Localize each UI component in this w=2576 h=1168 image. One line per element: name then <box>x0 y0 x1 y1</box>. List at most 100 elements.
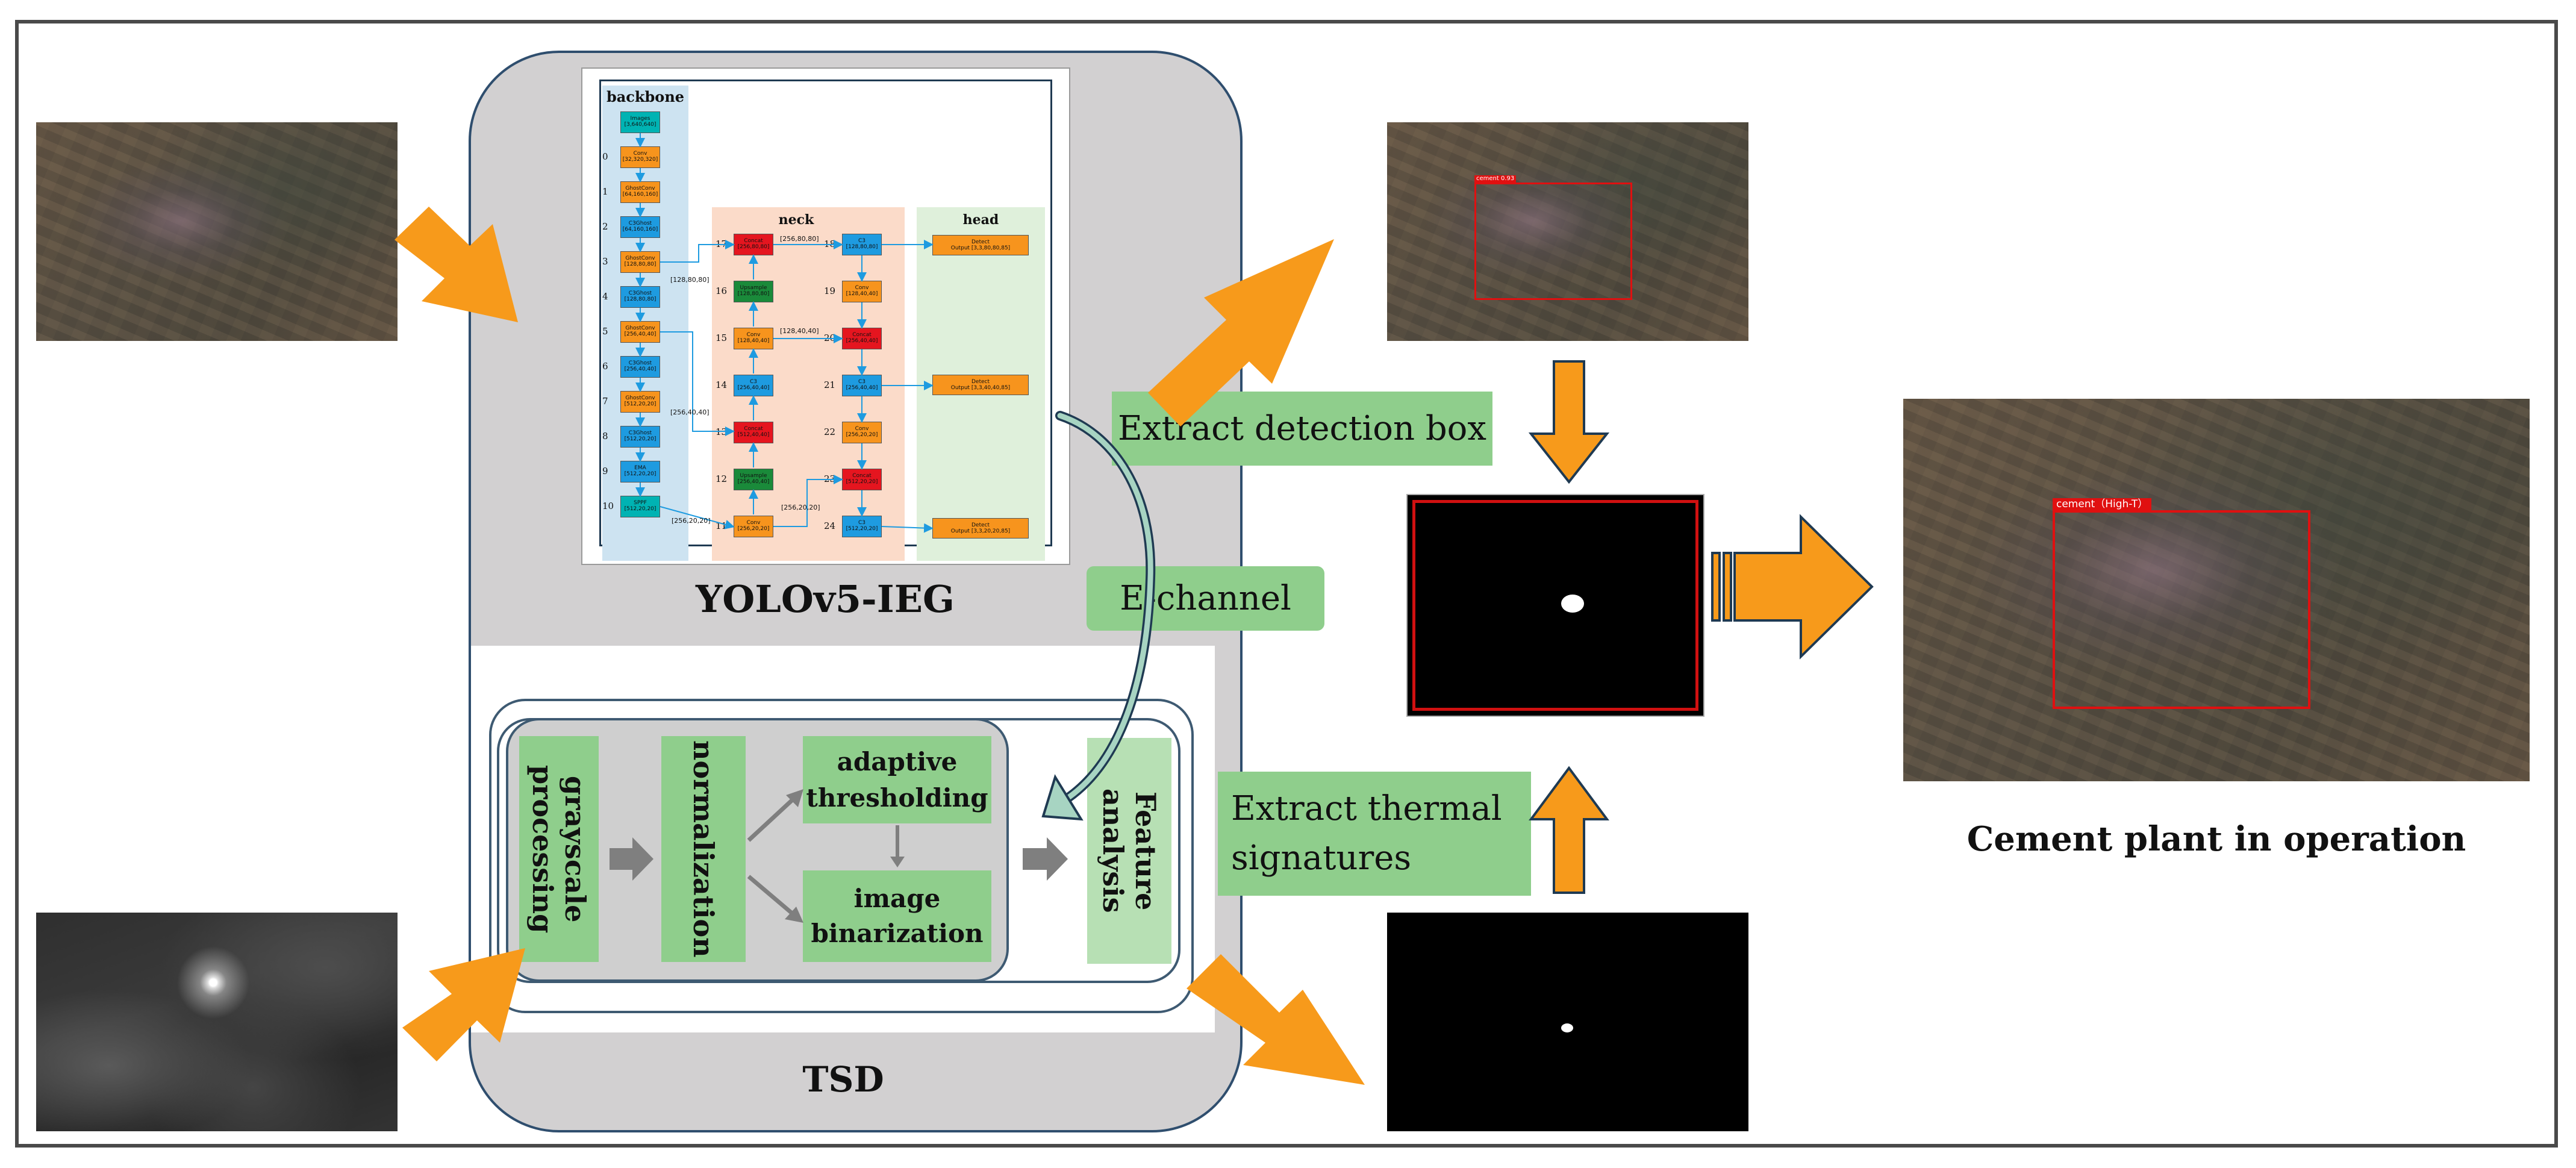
arch-block-name: GhostConv <box>625 255 655 261</box>
arch-block-index: 2 <box>602 221 608 232</box>
detection-box-small <box>1474 183 1632 300</box>
head-block-name: Detect <box>971 239 990 245</box>
step-normalization: normalization <box>661 736 746 962</box>
arch-block-index: 15 <box>716 333 728 343</box>
arrowhead-adaptive-binarization <box>890 857 905 867</box>
fused-hotspot <box>1561 595 1584 613</box>
arch-block-index: 4 <box>602 291 608 302</box>
arch-block-index: 3 <box>602 256 608 267</box>
arch-block-dims: [512,20,20] <box>624 436 656 442</box>
arch-block: C3Ghost[512,20,20] <box>620 426 660 448</box>
arch-block-dims: [512,20,20] <box>846 479 878 485</box>
arch-block-dims: [256,40,40] <box>846 385 878 391</box>
detection-tag-big: cement（High-T） <box>2053 498 2152 511</box>
arch-block-name: Concat <box>744 426 763 432</box>
arch-block-name: Conv <box>633 151 647 157</box>
detection-image: cement 0.93 <box>1387 122 1748 341</box>
arch-block-name: Upsample <box>740 473 767 479</box>
arch-block-dims: [512,40,40] <box>737 432 770 438</box>
arch-block-index: 16 <box>716 286 728 296</box>
arrow-yolo-to-detection <box>1148 239 1334 426</box>
arch-block-dims: [256,20,20] <box>737 526 770 532</box>
arch-block-dims: [256,40,40] <box>624 366 656 372</box>
arch-block-name: EMA <box>634 465 646 471</box>
fused-mask-image <box>1406 494 1704 717</box>
result-image: cement（High-T） <box>1903 399 2530 781</box>
arrow-grayscale-to-norm <box>610 837 653 881</box>
arch-block-name: C3 <box>858 379 865 385</box>
arrow-thermal-to-mask <box>1529 766 1609 894</box>
step-adaptive-label: adaptive thresholding <box>806 746 988 813</box>
arrow-echannel-fill <box>1057 413 1153 804</box>
arch-block-name: C3Ghost <box>628 220 652 226</box>
edge-label-12-23: [256,20,20] <box>781 504 820 511</box>
arch-block-dims: [128,40,40] <box>737 338 770 344</box>
arch-block: C3[256,40,40] <box>734 375 773 396</box>
arch-block-name: GhostConv <box>625 395 655 401</box>
arch-block-index: 8 <box>602 431 608 442</box>
arch-block-name: Upsample <box>740 285 767 291</box>
arch-block: Upsample[128,80,80] <box>734 281 773 302</box>
input-satellite-image <box>36 122 398 341</box>
arrow-thermal-to-tsd <box>402 948 525 1061</box>
step-image-binarization: image binarization <box>803 870 991 962</box>
step-normalization-label: normalization <box>687 740 720 958</box>
thermal-binary-image <box>1387 913 1748 1131</box>
arrow-detection-to-mask <box>1528 360 1610 484</box>
arch-block-dims: [512,20,20] <box>624 401 656 407</box>
arch-block-dims: [512,20,20] <box>624 471 656 477</box>
arch-block-dims: [128,40,40] <box>846 291 878 297</box>
tsd-title: TSD <box>802 1059 884 1100</box>
arch-block-name: C3Ghost <box>628 290 652 296</box>
connector-24-to-detect <box>881 523 934 533</box>
arch-block-name: Images <box>630 116 650 122</box>
arch-block-dims: [64,160,160] <box>622 226 658 233</box>
fused-mask-box <box>1412 500 1698 711</box>
connector-6-to-13 <box>660 331 735 436</box>
connector-11-to-23 <box>773 475 843 527</box>
arch-block: Concat[256,40,40] <box>842 328 882 349</box>
arch-block-dims: [3,640,640] <box>624 122 656 128</box>
arch-block-index: 5 <box>602 326 608 337</box>
arch-block-index: 24 <box>824 520 836 531</box>
edge-label-10: [256,20,20] <box>672 517 711 525</box>
arch-block-name: Conv <box>746 520 761 526</box>
neck-label: neck <box>778 212 814 228</box>
arch-block-name: Conv <box>855 285 869 291</box>
arrow-input-to-yolo <box>395 207 518 322</box>
step-grayscale-label: grayscale processing <box>526 764 591 934</box>
arch-block-name: C3 <box>858 238 865 244</box>
arch-block-name: C3Ghost <box>628 430 652 436</box>
arch-block-dims: [512,20,20] <box>846 526 878 532</box>
head-block-dims: Output [3,3,80,80,85] <box>950 245 1011 251</box>
arch-block-dims: [256,80,80] <box>737 244 770 250</box>
arch-block-dims: [32,320,320] <box>622 157 658 163</box>
arrowhead-norm-binarization <box>785 907 803 923</box>
edge-label-6: [256,40,40] <box>670 408 709 416</box>
step-feature-analysis: Feature analysis <box>1087 738 1171 964</box>
arch-block-dims: [128,80,80] <box>624 261 656 267</box>
connector-10-to-11 <box>660 506 735 529</box>
arch-block: C3[256,40,40] <box>842 375 882 396</box>
arch-block-index: 12 <box>716 473 728 484</box>
thermal-hotspot <box>1561 1023 1573 1032</box>
arch-block-index: 1 <box>602 186 608 197</box>
arch-block-dims: [64,160,160] <box>622 192 658 198</box>
arch-block-index: 0 <box>602 151 608 162</box>
arch-block-name: C3 <box>858 520 865 526</box>
arrow-norm-to-binarization <box>747 875 798 919</box>
step-adaptive-thresholding: adaptive thresholding <box>803 736 991 823</box>
arch-block-dims: [128,80,80] <box>846 244 878 250</box>
arrowhead-norm-adaptive <box>786 789 803 807</box>
arrow-tsd-to-feature <box>1023 837 1068 881</box>
detection-tag-small: cement 0.93 <box>1474 175 1517 183</box>
arch-block-name: GhostConv <box>625 325 655 331</box>
arch-block: C3Ghost[128,80,80] <box>620 286 660 308</box>
detection-box-big <box>2053 510 2310 709</box>
arch-block-index: 10 <box>602 501 614 511</box>
arch-block: Conv[128,40,40] <box>734 328 773 349</box>
